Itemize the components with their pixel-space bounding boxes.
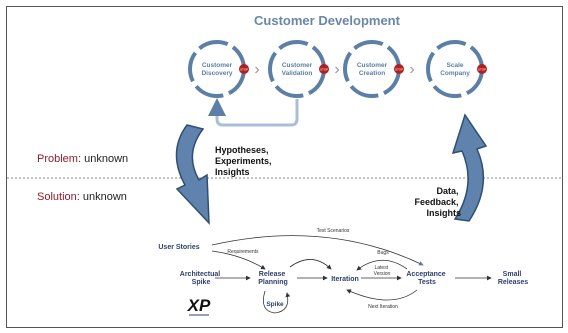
cycle-ring (426, 40, 484, 98)
cycle-label-line: Discovery (201, 70, 232, 77)
cycle-label-line: Scale (447, 62, 464, 69)
edge-label-latest-version-line: Version (374, 271, 391, 277)
problem-value: unknown (84, 153, 129, 165)
edge-label-test-scenarios: Test Scenarios (317, 228, 350, 234)
edge-loop-release (289, 259, 332, 270)
node-architectural-spike-line: Spike (192, 279, 211, 286)
stop-badge-text: STOP (478, 68, 486, 72)
chevron-right-icon: › (254, 61, 259, 78)
cycle-label-line: Company (440, 70, 470, 77)
node-release-planning-line: Release (259, 271, 286, 278)
node-release-planning-line: Planning (258, 279, 288, 286)
node-iteration: Iteration (331, 276, 359, 283)
stop-badge-text: STOP (320, 68, 328, 72)
xp-flow: User Stories Architectual Spike Release … (158, 228, 528, 316)
edge-label-requirements: Requirements (227, 249, 259, 255)
node-small-releases-line: Releases (498, 279, 528, 286)
edge-label-bugs: Bugs (377, 250, 389, 256)
up-arrow-caption: Data, Feedback, Insights (414, 186, 461, 218)
node-user-stories: User Stories (158, 244, 199, 251)
down-curved-arrow (175, 124, 210, 225)
down-arrow-caption-line: Insights (215, 167, 250, 177)
node-architectural-spike-line: Architectual (180, 271, 221, 278)
edge-label-latest-version-line: Latest (374, 265, 388, 271)
up-arrow-caption-line: Feedback, (414, 197, 458, 207)
stop-badge-text: STOP (240, 68, 248, 72)
node-acceptance-tests: Acceptance Tests (406, 271, 447, 286)
stop-badge (319, 64, 329, 74)
xp-logo: XP (187, 293, 211, 316)
xp-logo-text: XP (187, 296, 211, 315)
xp-logo-box (187, 293, 211, 313)
stop-badge (239, 64, 249, 74)
cycle-label-line: Creation (359, 70, 385, 77)
edge-label-latest-version: Latest Version (374, 265, 391, 277)
edge-bugs (356, 259, 408, 271)
node-acceptance-tests-line: Tests (418, 279, 436, 286)
problem-row: Problem: unknown (37, 153, 128, 165)
validation-feedback-loop (208, 98, 299, 127)
node-small-releases-line: Small (503, 271, 522, 278)
stop-badge (477, 64, 487, 74)
problem-label: Problem: (37, 153, 82, 165)
chevron-right-icon: › (409, 61, 414, 78)
edge-test-scenarios (211, 235, 424, 266)
solution-label: Solution: (37, 191, 80, 203)
cycle-ring (188, 40, 246, 98)
diagram-title: Customer Development (254, 13, 401, 28)
solution-row: Solution: unknown (37, 191, 127, 203)
cycle-label-line: Customer (282, 62, 313, 69)
node-release-planning: Release Planning (258, 271, 288, 286)
edge-label-next-iteration: Next Iteration (368, 304, 398, 310)
down-arrow-caption-line: Hypotheses, (215, 145, 269, 155)
stop-badge (394, 64, 404, 74)
edge-spike-loop (262, 290, 291, 314)
up-arrow-caption-line: Insights (426, 208, 461, 218)
cycle-label-line: Validation (282, 70, 313, 77)
node-acceptance-tests-line: Acceptance (406, 271, 445, 278)
node-spike: Spike (266, 301, 284, 308)
down-arrow-caption: Hypotheses, Experiments, Insights (215, 145, 274, 177)
chevron-right-icon: › (334, 61, 339, 78)
edge-next-iteration (346, 289, 418, 301)
up-curved-arrow (451, 113, 488, 222)
cycle-ring (268, 40, 326, 98)
edge-requirements (211, 250, 266, 270)
cycle-label-line: Customer (357, 62, 388, 69)
up-arrow-caption-line: Data, (436, 186, 458, 196)
cycle-ring (343, 40, 401, 98)
down-arrow-caption-line: Experiments, (215, 156, 272, 166)
node-architectural-spike: Architectual Spike (180, 271, 222, 286)
node-small-releases: Small Releases (498, 271, 528, 286)
stop-badge-text: STOP (395, 68, 403, 72)
solution-value: unknown (82, 191, 127, 203)
cycle-label-line: Customer (202, 62, 233, 69)
